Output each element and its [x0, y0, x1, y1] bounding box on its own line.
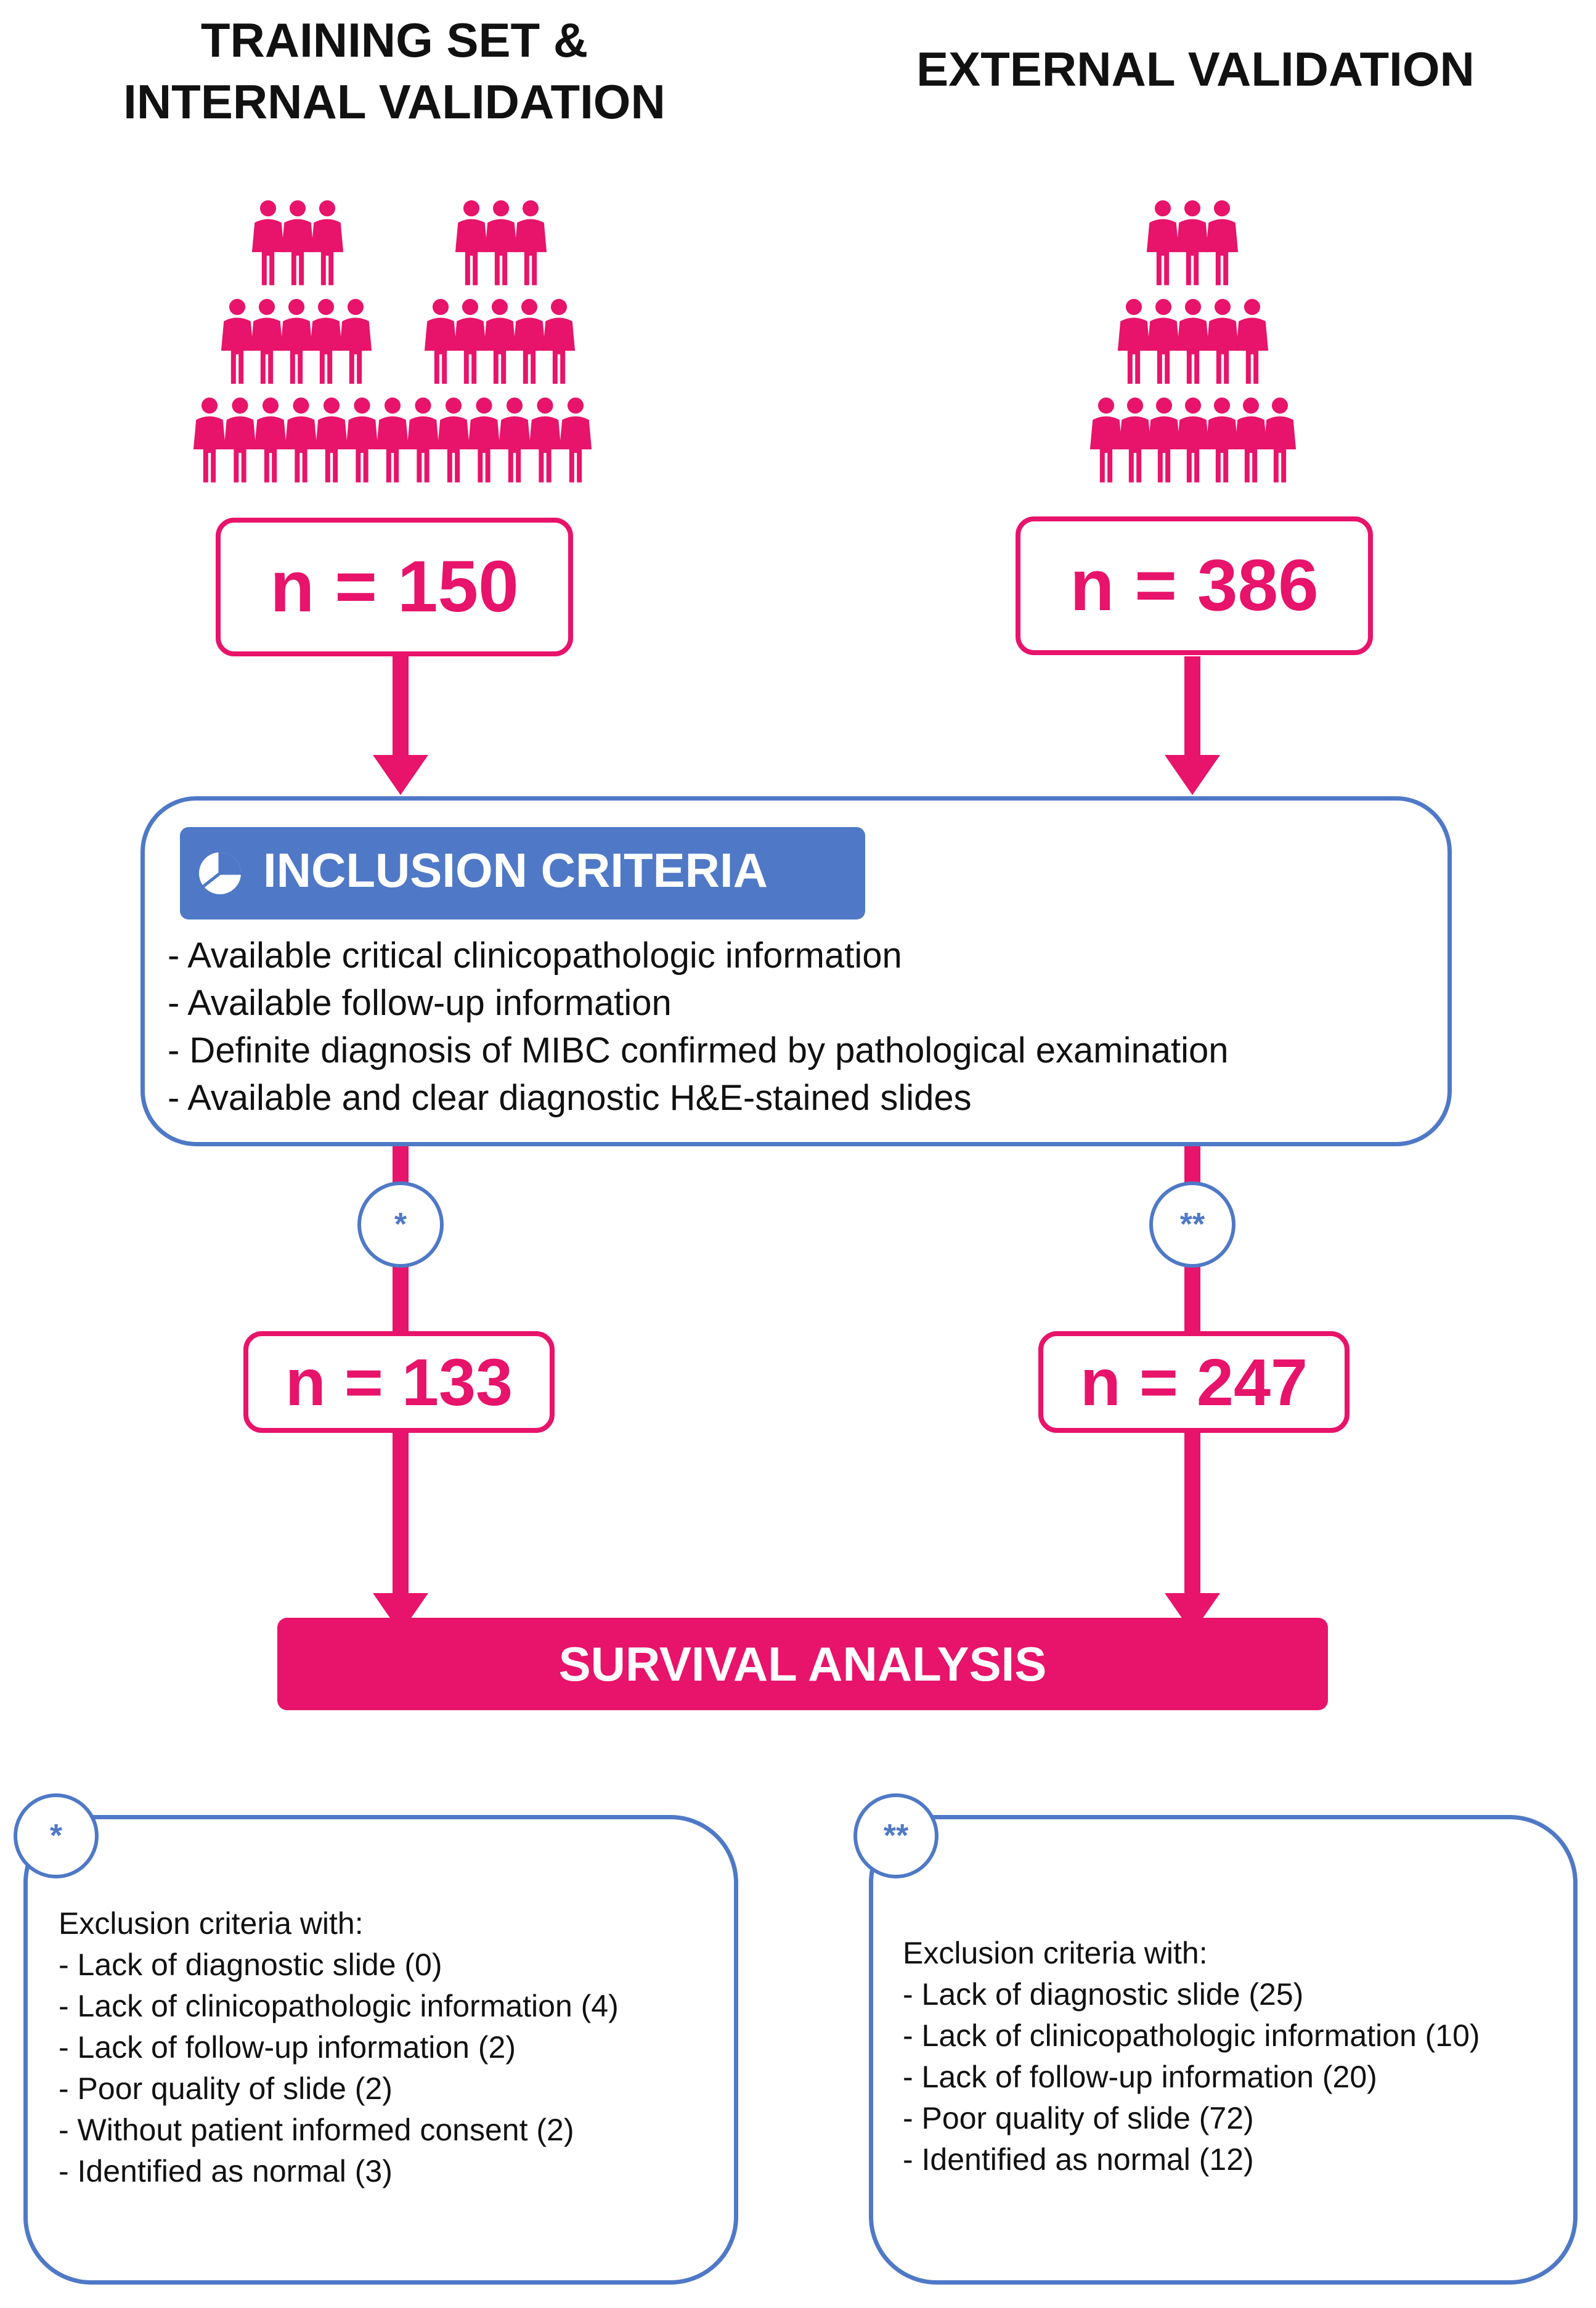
person-icon: [311, 200, 344, 285]
person-icon: [1147, 398, 1181, 483]
exclusion-item: - Lack of follow-up information (2): [59, 2030, 516, 2065]
arrow-down-icon: [393, 1433, 409, 1596]
person-icon: [1146, 200, 1179, 285]
person-icon: [483, 299, 516, 384]
exclusion-list-left: Exclusion criteria with: - Lack of diagn…: [59, 1903, 619, 2192]
exclusion-title: Exclusion criteria with:: [59, 1906, 364, 1941]
exclusion-item: - Identified as normal (12): [903, 2142, 1254, 2177]
count-box-right-after: n = 247: [1038, 1331, 1350, 1433]
exclusion-item: - Identified as normal (3): [59, 2154, 393, 2188]
person-icon: [468, 398, 500, 483]
person-icon: [221, 299, 254, 384]
exclusion-marker-left-text: *: [49, 1818, 63, 1854]
person-icon: [285, 398, 317, 483]
person-icon: [281, 200, 314, 285]
person-icon: [513, 299, 546, 384]
arrow-down-icon: [1165, 755, 1220, 795]
person-icon: [1089, 398, 1123, 483]
person-icon: [542, 299, 576, 384]
exclusion-item: - Poor quality of slide (2): [59, 2071, 393, 2106]
person-icon: [1176, 398, 1210, 483]
exclusion-item: - Lack of follow-up information (20): [903, 2060, 1377, 2094]
person-icon: [1205, 200, 1239, 285]
exclusion-item: - Lack of clinicopathologic information …: [59, 1989, 619, 2023]
exclusion-marker-left: *: [14, 1793, 99, 1878]
person-icon: [1176, 299, 1210, 384]
person-icon: [455, 200, 488, 285]
count-left-initial: n = 150: [270, 546, 519, 627]
person-icon: [224, 398, 256, 483]
exclusion-box-right: [869, 1815, 1578, 2285]
arrow-down-icon: [373, 755, 428, 795]
exclusion-marker-right: **: [853, 1793, 938, 1878]
arrow-down-icon: [393, 656, 409, 758]
left-heading-line1: TRAINING SET &: [200, 13, 588, 67]
person-icon: [454, 299, 487, 384]
exclusion-item: - Without patient informed consent (2): [59, 2113, 574, 2147]
person-icon: [280, 299, 313, 384]
exclusion-item: - Lack of diagnostic slide (25): [903, 1977, 1304, 2012]
person-icon: [250, 299, 283, 384]
person-icon: [514, 200, 547, 285]
inclusion-item: - Definite diagnosis of MIBC confirmed b…: [168, 1030, 1229, 1070]
arrow-down-icon: [373, 1593, 428, 1633]
count-box-left-initial: n = 150: [216, 518, 573, 656]
count-box-right-initial: n = 386: [1016, 516, 1373, 655]
person-icon: [193, 398, 226, 483]
person-icon: [437, 398, 470, 483]
arrow-down-icon: [1184, 656, 1200, 758]
exclusion-item: - Lack of diagnostic slide (0): [59, 1947, 442, 1982]
person-icon: [1118, 398, 1152, 483]
exclusion-title: Exclusion criteria with:: [903, 1936, 1208, 1970]
left-heading: TRAINING SET & INTERNAL VALIDATION: [86, 9, 702, 133]
survival-analysis-bar: SURVIVAL ANALYSIS: [277, 1618, 1328, 1710]
pie-chart-icon: [199, 852, 241, 894]
exclusion-item: - Poor quality of slide (72): [903, 2101, 1254, 2135]
marker-circle-left: *: [357, 1181, 444, 1268]
person-icon: [1263, 398, 1297, 483]
exclusion-box-left: [23, 1815, 738, 2285]
count-box-left-after: n = 133: [243, 1331, 555, 1433]
person-icon: [315, 398, 348, 483]
people-crowd-icon: [193, 200, 1297, 483]
person-icon: [1117, 299, 1150, 384]
right-heading: EXTERNAL VALIDATION: [916, 42, 1475, 96]
inclusion-criteria-title: INCLUSION CRITERIA: [263, 843, 768, 897]
survival-analysis-label: SURVIVAL ANALYSIS: [558, 1637, 1047, 1691]
person-icon: [1236, 299, 1269, 384]
inclusion-item: - Available follow-up information: [168, 983, 672, 1023]
person-icon: [424, 299, 457, 384]
person-icon: [339, 299, 372, 384]
person-icon: [309, 299, 343, 384]
exclusion-list-right: Exclusion criteria with: - Lack of diagn…: [903, 1933, 1480, 2180]
exclusion-item: - Lack of clinicopathologic information …: [903, 2018, 1480, 2053]
inclusion-item: - Available and clear diagnostic H&E-sta…: [168, 1078, 972, 1118]
arrow-down-icon: [1165, 1593, 1220, 1633]
count-right-initial: n = 386: [1070, 545, 1319, 626]
person-icon: [1147, 299, 1180, 384]
person-icon: [407, 398, 439, 483]
person-icon: [559, 398, 592, 483]
person-icon: [529, 398, 561, 483]
marker-single: *: [394, 1207, 407, 1242]
person-icon: [376, 398, 409, 483]
person-icon: [346, 398, 378, 483]
left-heading-line2: INTERNAL VALIDATION: [123, 75, 666, 129]
inclusion-item: - Available critical clinicopathologic i…: [168, 936, 902, 976]
person-icon: [1234, 398, 1268, 483]
person-icon: [1176, 200, 1209, 285]
inclusion-criteria-header: INCLUSION CRITERIA: [180, 827, 865, 920]
arrow-down-icon: [1184, 1433, 1200, 1596]
person-icon: [498, 398, 531, 483]
person-icon: [251, 200, 285, 285]
marker-double: **: [1179, 1207, 1205, 1242]
count-right-after: n = 247: [1080, 1345, 1308, 1419]
person-icon: [1205, 398, 1239, 483]
person-icon: [254, 398, 287, 483]
person-icon: [484, 200, 518, 285]
person-icon: [1206, 299, 1239, 384]
marker-circle-right: **: [1149, 1181, 1236, 1268]
exclusion-marker-right-text: **: [883, 1818, 909, 1854]
count-left-after: n = 133: [285, 1345, 513, 1419]
